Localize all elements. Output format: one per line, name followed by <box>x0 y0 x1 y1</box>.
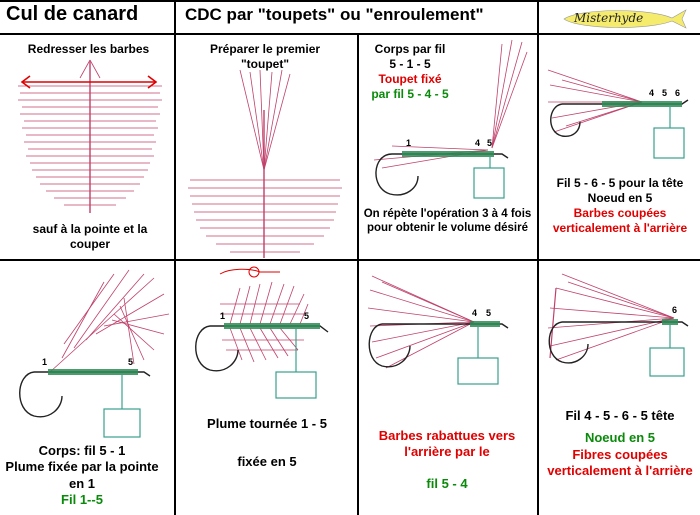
label-4: 4 <box>649 88 654 98</box>
label-6: 6 <box>675 88 680 98</box>
panel4-line2: Noeud en 5 <box>587 191 653 205</box>
tuft-feather-drawing <box>188 69 342 258</box>
panel8-line2: Noeud en 5 <box>584 430 656 446</box>
hook-with-tuft-drawing: 1 4 5 <box>373 39 528 199</box>
hook-head-finish-drawing: 6 <box>547 273 689 377</box>
panel7-line1: Barbes rabattues vers l'arrière par le <box>378 428 516 460</box>
grid-middle-line <box>0 259 700 261</box>
label-1: 1 <box>220 311 225 321</box>
grid-col-line-1 <box>174 0 176 515</box>
panel3-line1: Corps par fil <box>374 42 446 56</box>
label-1: 1 <box>406 138 411 148</box>
left-title: Cul de canard <box>6 3 139 25</box>
panel1-bottom-text: sauf à la pointe et la couper <box>32 222 148 251</box>
panel4-line1: Fil 5 - 6 - 5 pour la tête <box>556 176 684 190</box>
label-5: 5 <box>304 311 309 321</box>
panel5-caption: Corps: fil 5 - 1 Plume fixée par la poin… <box>2 443 162 508</box>
panel5-line2: Plume fixée par la pointe en 1 <box>5 459 159 491</box>
label-6: 6 <box>672 305 677 315</box>
label-4: 4 <box>475 138 480 148</box>
label-5: 5 <box>128 357 133 367</box>
label-5: 5 <box>662 88 667 98</box>
panel5-line1: Corps: fil 5 - 1 <box>38 443 126 458</box>
grid-top-line <box>0 0 700 2</box>
panel3-bottom-text: On répète l'opération 3 à 4 fois pour ob… <box>363 208 532 235</box>
panel3-line3: Toupet fixé <box>378 72 442 86</box>
label-4: 4 <box>472 308 477 318</box>
label-5: 5 <box>487 138 492 148</box>
hook-wound-feather-drawing: 1 5 <box>195 266 329 399</box>
panel6-line2: fixée en 5 <box>237 454 297 469</box>
hook-folded-barbs-drawing: 4 5 <box>367 275 509 385</box>
logo: Misterhyde <box>560 6 690 32</box>
grid-header-line <box>0 33 700 35</box>
label-1: 1 <box>42 357 47 367</box>
panel3-top-caption: Corps par fil 5 - 1 - 5 Toupet fixé par … <box>360 42 460 102</box>
straightened-feather-drawing <box>18 59 162 213</box>
grid-col-line-2 <box>357 33 359 515</box>
label-5: 5 <box>486 308 491 318</box>
panel3-line2: 5 - 1 - 5 <box>389 57 431 71</box>
panel8-line3: Fibres coupées verticalement à l'arrière <box>547 446 693 478</box>
fish-logo-icon <box>563 9 687 29</box>
panel3-line4: par fil 5 - 4 - 5 <box>371 87 449 101</box>
panel5-line3: Fil 1--5 <box>61 491 103 507</box>
panel6-line1: Plume tournée 1 - 5 <box>207 416 327 431</box>
panel4-line3: Barbes coupées verticalement à l'arrière <box>552 206 688 235</box>
panel7-line2: fil 5 - 4 <box>426 476 468 491</box>
panel4-caption: Fil 5 - 6 - 5 pour la tête Noeud en 5 Ba… <box>540 176 700 236</box>
grid-col-line-3 <box>537 0 539 515</box>
hook-feather-tip-drawing: 1 5 <box>19 269 170 438</box>
panel8-caption: Fil 4 - 5 - 6 - 5 tête Noeud en 5 Fibres… <box>540 408 700 479</box>
hook-head-drawing: 4 5 6 <box>547 69 689 159</box>
panel1-top-text: Redresser les barbes <box>27 42 150 56</box>
panel8-line1: Fil 4 - 5 - 6 - 5 tête <box>565 408 675 423</box>
center-title: CDC par "toupets" ou "enroulement" <box>185 5 484 24</box>
logo-text: Misterhyde <box>574 11 644 25</box>
panel2-top-text: Préparer le premier "toupet" <box>209 42 321 71</box>
